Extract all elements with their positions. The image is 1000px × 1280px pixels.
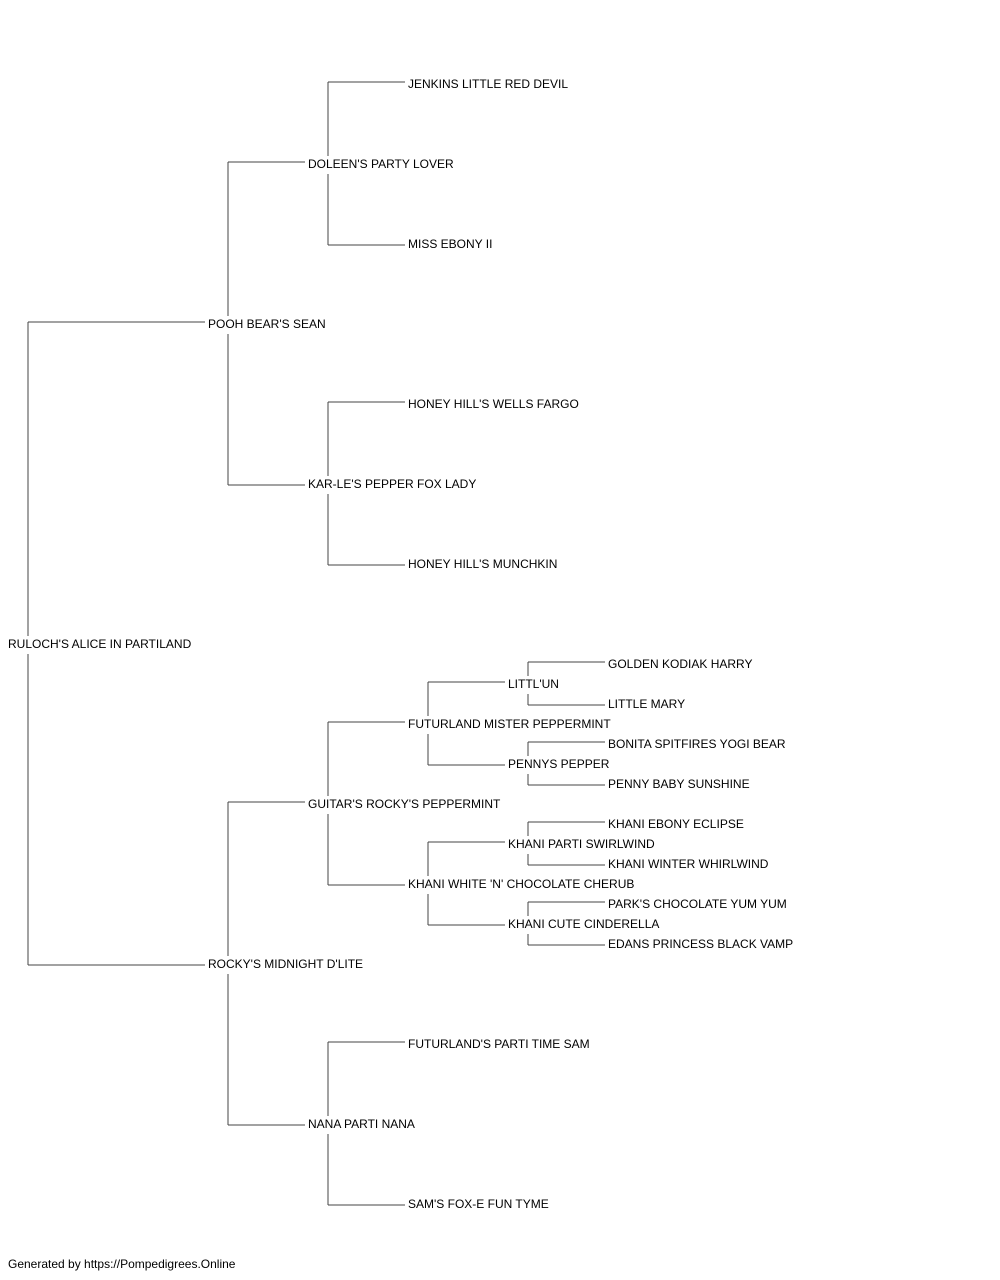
sire-sire-name: DOLEEN'S PARTY LOVER [308, 157, 454, 171]
dam-sire-sire-dam-dam-name: PENNY BABY SUNSHINE [608, 777, 750, 791]
dam-dam-sire-name: FUTURLAND'S PARTI TIME SAM [408, 1037, 590, 1051]
dam-sire-dam-dam-name: KHANI CUTE CINDERELLA [508, 917, 660, 931]
dam-sire-sire-sire-dam-name: LITTLE MARY [608, 697, 686, 711]
dam-sire-sire-dam-sire-name: BONITA SPITFIRES YOGI BEAR [608, 737, 786, 751]
dam-sire-dam-dam-dam-name: EDANS PRINCESS BLACK VAMP [608, 937, 794, 951]
dam-name: ROCKY'S MIDNIGHT D'LITE [208, 957, 364, 971]
sire-dam-dam-name: HONEY HILL'S MUNCHKIN [408, 557, 558, 571]
subject-name: RULOCH'S ALICE IN PARTILAND [8, 637, 192, 651]
dam-sire-dam-sire-dam-name: KHANI WINTER WHIRLWIND [608, 857, 769, 871]
dam-sire-sire-sire-name: LITTL'UN [508, 677, 559, 691]
sire-name: POOH BEAR'S SEAN [208, 317, 326, 331]
dam-sire-dam-dam-sire-name: PARK'S CHOCOLATE YUM YUM [608, 897, 787, 911]
dam-sire-dam-sire-name: KHANI PARTI SWIRLWIND [508, 837, 655, 851]
sire-dam-sire-name: HONEY HILL'S WELLS FARGO [408, 397, 579, 411]
dam-sire-sire-sire-sire-name: GOLDEN KODIAK HARRY [608, 657, 753, 671]
dam-sire-sire-dam-name: PENNYS PEPPER [508, 757, 610, 771]
sire-sire-sire-name: JENKINS LITTLE RED DEVIL [408, 77, 569, 91]
sire-sire-dam-name: MISS EBONY II [408, 237, 493, 251]
generated-by-footer: Generated by https://Pompedigrees.Online [8, 1257, 236, 1271]
dam-dam-name: NANA PARTI NANA [308, 1117, 415, 1131]
dam-sire-name: GUITAR'S ROCKY'S PEPPERMINT [308, 797, 501, 811]
dam-sire-dam-sire-sire-name: KHANI EBONY ECLIPSE [608, 817, 744, 831]
dam-dam-dam-name: SAM'S FOX-E FUN TYME [408, 1197, 549, 1211]
sire-dam-name: KAR-LE'S PEPPER FOX LADY [308, 477, 477, 491]
dam-sire-dam-name: KHANI WHITE 'N' CHOCOLATE CHERUB [408, 877, 635, 891]
dam-sire-sire-name: FUTURLAND MISTER PEPPERMINT [408, 717, 611, 731]
